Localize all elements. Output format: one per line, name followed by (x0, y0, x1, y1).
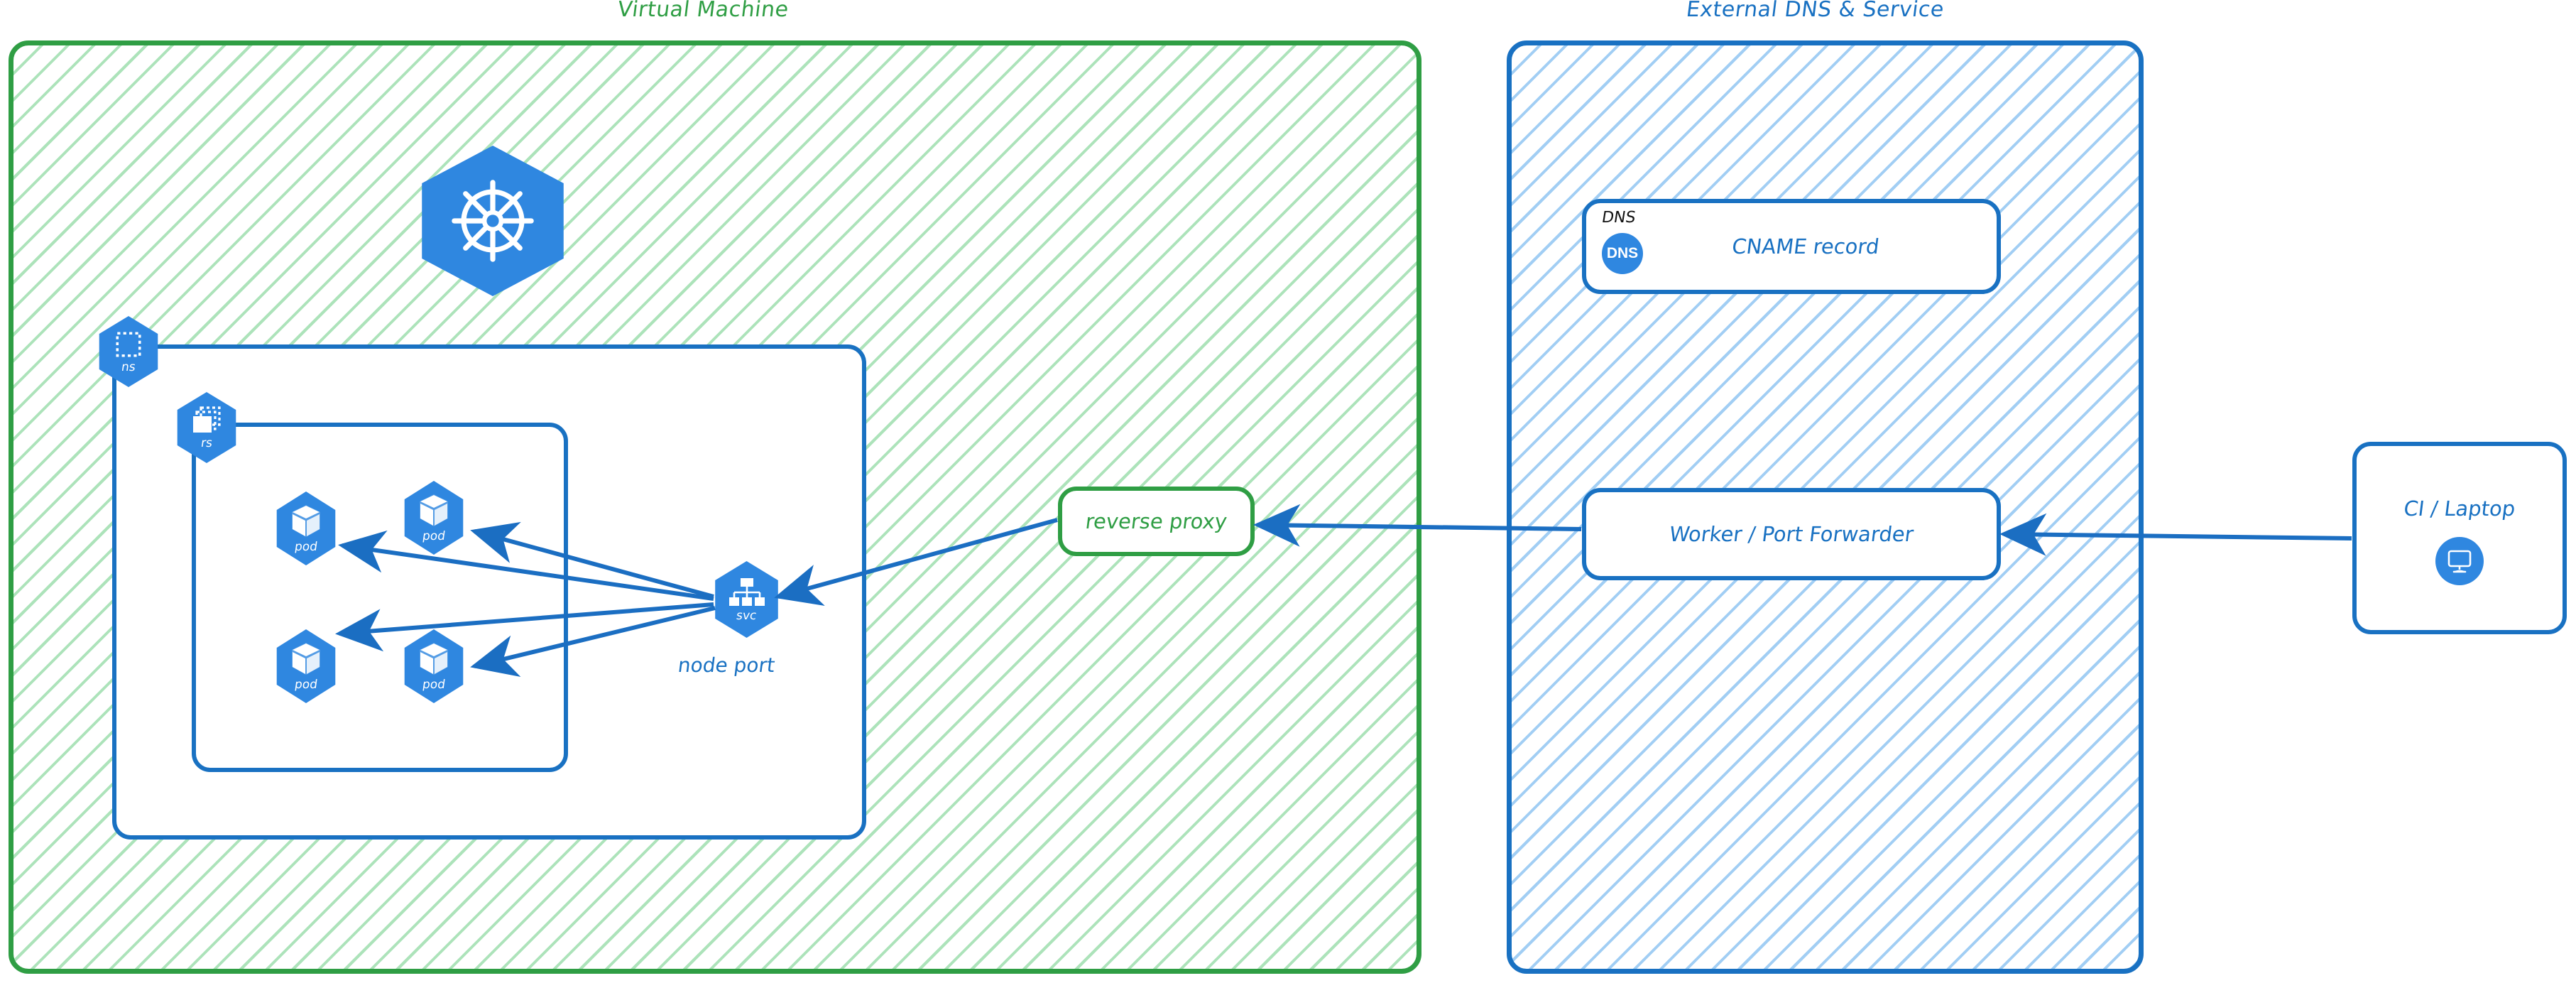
ci-laptop-box[interactable]: CI / Laptop (2352, 442, 2567, 634)
dns-cname-label: CNAME record (1730, 234, 1881, 259)
reverse-proxy-label: reverse proxy (1084, 509, 1229, 533)
desktop-monitor-icon (2435, 537, 2484, 585)
replicaset-icon: rs (177, 392, 236, 463)
pod-tag-3: pod (293, 678, 319, 692)
pod-tag-4: pod (421, 678, 447, 692)
replicaset-container (192, 423, 568, 772)
node-port-caption: node port (676, 653, 777, 677)
ci-laptop-label: CI / Laptop (2402, 496, 2517, 521)
worker-port-forwarder-box[interactable]: Worker / Port Forwarder (1582, 488, 2001, 580)
namespace-tag: ns (120, 360, 137, 374)
dns-cname-card[interactable]: DNS DNS CNAME record (1582, 199, 2001, 294)
pod-tag-2: pod (421, 529, 447, 543)
dns-icon: DNS (1602, 233, 1643, 274)
group-title-virtual-machine: Virtual Machine (616, 0, 790, 22)
group-title-external-dns-service: External DNS & Service (1684, 0, 1946, 22)
replicaset-tag: rs (200, 436, 214, 450)
reverse-proxy-box[interactable]: reverse proxy (1058, 487, 1255, 556)
pod-tag-1: pod (293, 540, 319, 554)
dns-card-corner-caption: DNS (1600, 209, 1637, 227)
worker-port-forwarder-label: Worker / Port Forwarder (1668, 522, 1915, 546)
kubernetes-logo-icon (422, 146, 564, 296)
service-tag: svc (736, 609, 758, 623)
dns-badge-text: DNS (1606, 245, 1639, 261)
